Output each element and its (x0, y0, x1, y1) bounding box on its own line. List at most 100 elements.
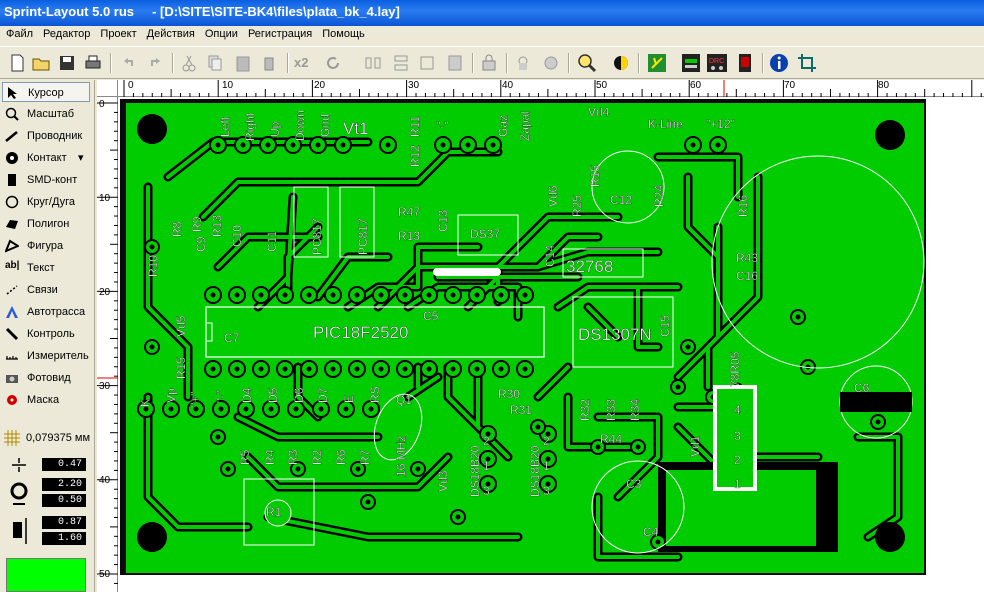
pad-hole (234, 292, 240, 298)
menu-options[interactable]: Опции (204, 28, 238, 40)
align-icon[interactable] (444, 52, 466, 74)
tool-smd[interactable]: SMD-конт (2, 170, 90, 190)
tool-photo[interactable]: Фотовид (2, 368, 90, 388)
menu-actions[interactable]: Действия (146, 28, 195, 40)
pad-hole (210, 366, 216, 372)
pad-inner-row: 0.50 (10, 494, 88, 508)
drc-icon[interactable]: DRC (706, 52, 728, 74)
menu-project[interactable]: Проект (100, 28, 137, 40)
toolbar: x2 DRC (0, 46, 984, 79)
pad-hole (545, 431, 551, 437)
print-icon[interactable] (82, 52, 104, 74)
pad-hole (240, 142, 246, 148)
pcb-label-r1: R1 (266, 505, 282, 519)
tool-pad[interactable]: Контакт ▾ (2, 148, 90, 168)
lock-icon[interactable] (478, 52, 500, 74)
smd-width-field[interactable]: 0.87 (42, 516, 86, 529)
ruler-top-60: 60 (690, 80, 702, 91)
ruler-corner (97, 80, 118, 97)
pcb-board[interactable] (118, 97, 984, 592)
undo-icon[interactable] (118, 52, 140, 74)
pad-hole (715, 142, 721, 148)
mirror-v-icon[interactable] (390, 52, 412, 74)
pcb-label-c10: C10 (230, 224, 244, 247)
tool-check[interactable]: Контроль (2, 324, 90, 344)
tool-track[interactable]: Проводник (2, 126, 90, 146)
pcb-label-r15: R15 (588, 164, 602, 187)
ruler-left: 0 10 20 30 40 50 (97, 97, 118, 592)
layer-icon[interactable] (610, 52, 632, 74)
chevron-down-icon[interactable]: ▾ (78, 152, 84, 164)
group-icon[interactable] (416, 52, 438, 74)
zoom-icon[interactable] (576, 52, 598, 74)
menu-registration[interactable]: Регистрация (247, 28, 313, 40)
snap-icon[interactable] (796, 52, 818, 74)
menu-file[interactable]: Файл (6, 28, 34, 40)
open-icon[interactable] (30, 52, 52, 74)
grid-size[interactable]: 0,079375 мм (4, 430, 92, 446)
pcb-label-q1: Q1 (396, 393, 413, 407)
menu-edit[interactable]: Редактор (43, 28, 91, 40)
tool-measure[interactable]: Измеритель (2, 346, 90, 366)
pcb-label-down: Down (293, 110, 307, 141)
save-icon[interactable] (56, 52, 78, 74)
pad-inner-field[interactable]: 0.50 (42, 494, 86, 507)
ruler-top: 0 10 20 30 40 50 60 70 80 (118, 80, 984, 97)
macro-icon[interactable] (734, 52, 756, 74)
pad-hole (330, 292, 336, 298)
track-width-field[interactable]: 0.47 (42, 458, 86, 471)
tool-shape[interactable]: Фигура (2, 236, 90, 256)
pcb-label-pc817b: PC817 (356, 218, 370, 255)
new-icon[interactable] (6, 52, 28, 74)
pad-hole (293, 406, 299, 412)
pcb-label-r4: R4 (263, 449, 277, 466)
connections-icon (6, 285, 18, 295)
pcb-label-c5: C5 (423, 309, 439, 323)
tool-mask[interactable]: Маска (2, 390, 90, 410)
pad-hole (440, 142, 446, 148)
paste-icon[interactable] (232, 52, 254, 74)
mask-icon (7, 395, 17, 405)
pad-hole (595, 444, 601, 450)
cursor-icon (8, 87, 17, 99)
pad-hole (675, 384, 681, 390)
pcb-label-r5: R5 (238, 449, 252, 466)
multiply-x2-icon[interactable]: x2 (294, 55, 309, 70)
pcb-label-r24: R24 (652, 184, 666, 207)
active-layer-color[interactable] (6, 558, 86, 592)
unlock-icon[interactable] (512, 52, 534, 74)
tool-connections[interactable]: Связи (2, 280, 90, 300)
tool-circle[interactable]: Круг/Дуга (2, 192, 90, 212)
pad-hole (450, 366, 456, 372)
delete-icon[interactable] (258, 52, 280, 74)
tool-cursor[interactable]: Курсор (2, 82, 90, 102)
mount-hole-bl (137, 522, 167, 552)
pcb-label-r47: R47 (398, 205, 421, 219)
cut-icon[interactable] (178, 52, 200, 74)
info-icon[interactable] (768, 52, 790, 74)
pcb-label-r33: R33 (604, 398, 618, 421)
menu-help[interactable]: Помощь (322, 28, 365, 40)
pad-hole (340, 142, 346, 148)
tool-text[interactable]: ab| Текст (5, 260, 55, 274)
smd-height-field[interactable]: 1.60 (42, 532, 86, 545)
mirror-h-icon[interactable] (362, 52, 384, 74)
tool-zoom[interactable]: Масштаб (2, 104, 90, 124)
rotate-icon[interactable] (322, 52, 344, 74)
tool-polygon[interactable]: Полигон (2, 214, 90, 234)
copy-icon[interactable] (204, 52, 226, 74)
pad-hole (149, 244, 155, 250)
pad-hole (306, 366, 312, 372)
pcb-label-p2: 2 (734, 453, 741, 467)
polygon-icon (6, 220, 18, 229)
autoroute-check-icon[interactable] (646, 52, 668, 74)
layer-visibility-icon[interactable] (540, 52, 562, 74)
pad-hole (234, 366, 240, 372)
component-icon[interactable] (680, 52, 702, 74)
redo-icon[interactable] (144, 52, 166, 74)
pcb-label-r44: R44 (600, 432, 623, 446)
pad-outer-field[interactable]: 2.20 (42, 478, 86, 491)
tool-autoroute[interactable]: Автотрасса (2, 302, 90, 322)
pad-hole (385, 142, 391, 148)
